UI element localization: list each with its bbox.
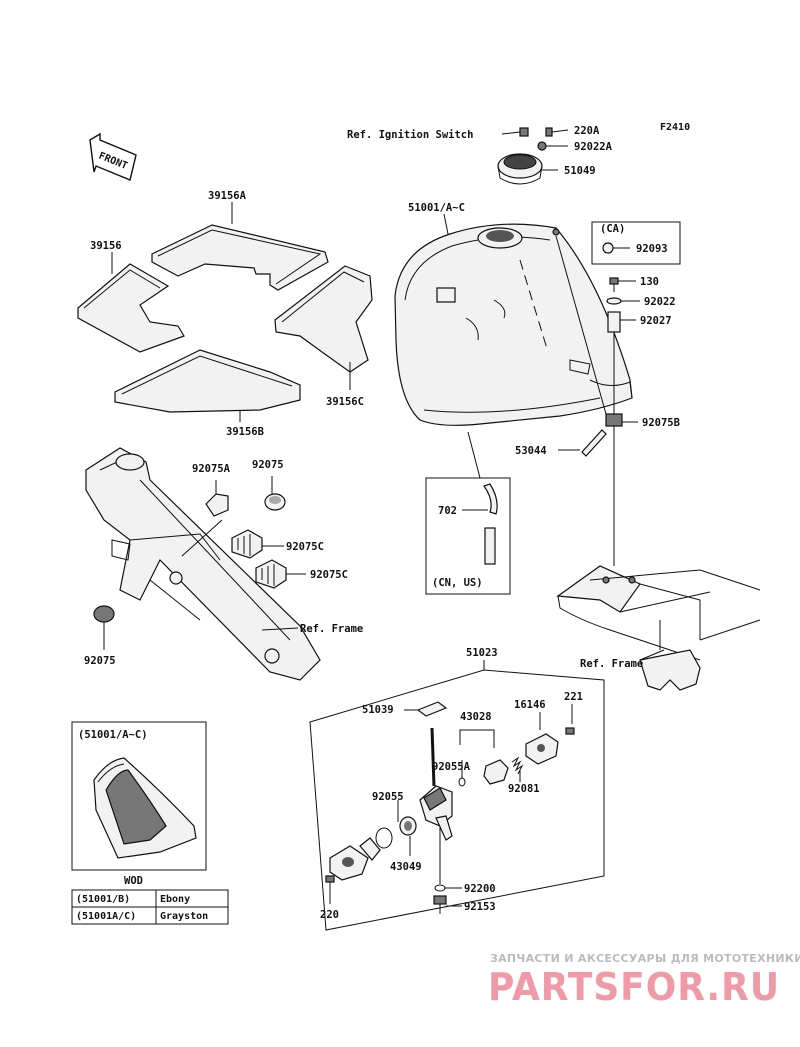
damper-92075a-icon [205,493,229,517]
inset-caption: WOD [124,875,143,887]
watermark-logo: PARTSFOR.RU [488,965,780,1009]
oring-92055a-icon [458,777,466,787]
label-51001: 51001/A~C [408,202,465,214]
color-row-2-code: (51001A/C) [76,911,136,922]
collar-92027-icon [607,311,621,333]
label-92075c-1: 92075C [286,541,324,553]
cn-us-caption: (CN, US) [432,577,483,589]
frame-right-icon [556,565,761,691]
tank-cover-icon [93,757,197,859]
fuel-cock-valve-icon [419,727,453,884]
washer-92200-icon [434,884,446,892]
label-51049: 51049 [564,165,596,177]
damper-92075-bottom-icon [93,605,115,623]
figure-code: F2410 [660,122,690,133]
color-row-1-code: (51001/B) [76,894,130,905]
label-92022: 92022 [644,296,676,308]
pad-39156a [151,224,329,291]
label-92055: 92055 [372,791,404,803]
color-row-1-color: Ebony [160,894,190,905]
ca-option-box [591,221,681,265]
fuel-tank-icon [394,223,633,426]
screw-221-icon [565,727,575,735]
label-43028: 43028 [460,711,492,723]
label-ref-frame-left: Ref. Frame [300,623,363,635]
front-arrow-icon: FRONT [89,132,137,181]
tube-53044-icon [581,429,607,457]
cn-us-option-box [425,477,511,595]
label-92200: 92200 [464,883,496,895]
label-39156a: 39156A [208,190,247,202]
label-51023: 51023 [466,647,498,659]
label-92081: 92081 [508,783,540,795]
label-92075c-2: 92075C [310,569,348,581]
label-92022a: 92022A [574,141,613,153]
label-220a: 220A [574,125,600,137]
oring-92055-icon [375,827,393,849]
spring-92081-icon [511,756,524,775]
label-53044: 53044 [515,445,547,457]
washer-92022-icon [606,297,622,305]
inset-title: (51001/A~C) [78,729,148,741]
label-220: 220 [320,909,339,921]
label-51039: 51039 [362,704,394,716]
pad-39156c [274,265,373,373]
filter-43049-icon [399,816,417,836]
ignition-nut-icon [519,127,529,137]
bolt-92153-icon [433,895,447,914]
label-130: 130 [640,276,659,288]
damper-92075-top-icon [264,493,286,511]
nut-92093-icon [602,242,614,254]
label-702: 702 [438,505,457,517]
label-ref-ignition-switch: Ref. Ignition Switch [347,129,473,141]
label-92075b: 92075B [642,417,680,429]
label-39156b: 39156B [226,426,264,438]
pad-39156b [114,349,301,413]
label-92055a: 92055A [432,761,471,773]
damper-92075c-2-icon [255,559,287,589]
label-92093: 92093 [636,243,668,255]
label-43049: 43049 [390,861,422,873]
bracket-plate-icon [329,837,381,881]
label-92153: 92153 [464,901,496,913]
cover-16146-icon [525,733,559,765]
frame-left-icon [85,447,321,681]
hose-702-icon [483,483,498,565]
label-92075-top: 92075 [252,459,284,471]
fuel-cap-51049-icon [497,153,543,185]
inset-box [71,721,207,871]
gasket-51039-icon [416,701,448,717]
pad-39156 [77,263,185,353]
damper-92075c-1-icon [231,529,263,559]
label-39156: 39156 [90,240,122,252]
label-39156c: 39156C [326,396,364,408]
fuel-cock-group-outline [309,669,605,931]
label-16146: 16146 [514,699,546,711]
label-92075-bottom: 92075 [84,655,116,667]
washer-92022a-icon [537,141,547,151]
watermark-tagline: ЗАПЧАСТИ И АКСЕССУАРЫ ДЛЯ МОТОТЕХНИКИ [490,952,800,965]
label-221: 221 [564,691,583,703]
label-92075a: 92075A [192,463,231,475]
bolt-130-icon [609,277,619,292]
screw-220a-icon [545,127,569,137]
damper-92075b-icon [605,413,623,427]
label-92027: 92027 [640,315,672,327]
color-row-2-color: Grayston [160,911,208,922]
screw-220-icon [325,875,335,883]
color-table: (51001/B) Ebony (51001A/C) Grayston [71,889,229,925]
ca-title: (CA) [600,223,625,235]
diaphragm-43028-icon [483,759,509,785]
label-ref-frame-right: Ref. Frame [580,658,643,670]
